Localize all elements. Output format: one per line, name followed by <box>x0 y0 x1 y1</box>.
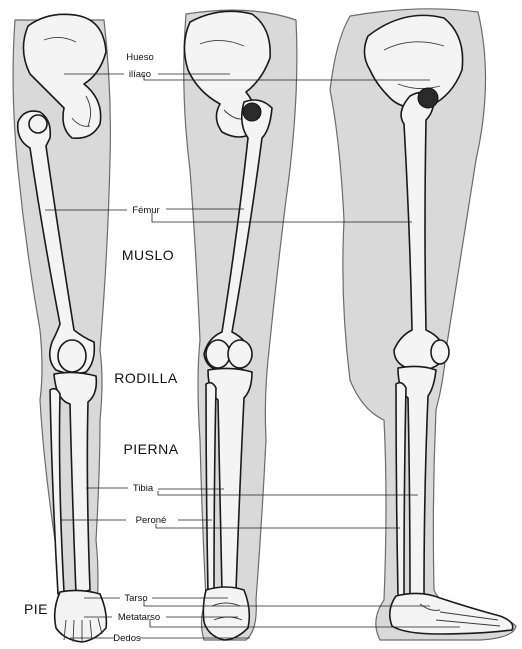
label-femur: Fémur <box>132 205 159 216</box>
label-tibia: Tibia <box>133 483 154 494</box>
label-pie: PIE <box>24 601 48 617</box>
label-perone: Peroné <box>136 515 167 526</box>
back-fibula <box>206 383 216 592</box>
back-view-figure <box>184 10 297 640</box>
label-metatarso: Metatarso <box>118 612 160 623</box>
side-fibula <box>396 383 406 596</box>
front-patella <box>58 340 86 372</box>
side-patella <box>431 340 449 364</box>
side-view-figure <box>330 9 516 640</box>
label-dedos: Dedos <box>113 633 141 644</box>
front-view-figure <box>13 14 110 642</box>
label-hueso-line2: ilíaco <box>129 69 151 80</box>
label-hueso-line1: Hueso <box>126 52 153 63</box>
perone-leader-side <box>156 524 400 528</box>
label-muslo: MUSLO <box>122 247 174 263</box>
label-tarso: Tarso <box>124 593 147 604</box>
back-foot <box>203 587 249 640</box>
tibia-leader-side <box>158 491 418 495</box>
label-rodilla: RODILLA <box>114 370 178 386</box>
label-pierna: PIERNA <box>123 441 178 457</box>
